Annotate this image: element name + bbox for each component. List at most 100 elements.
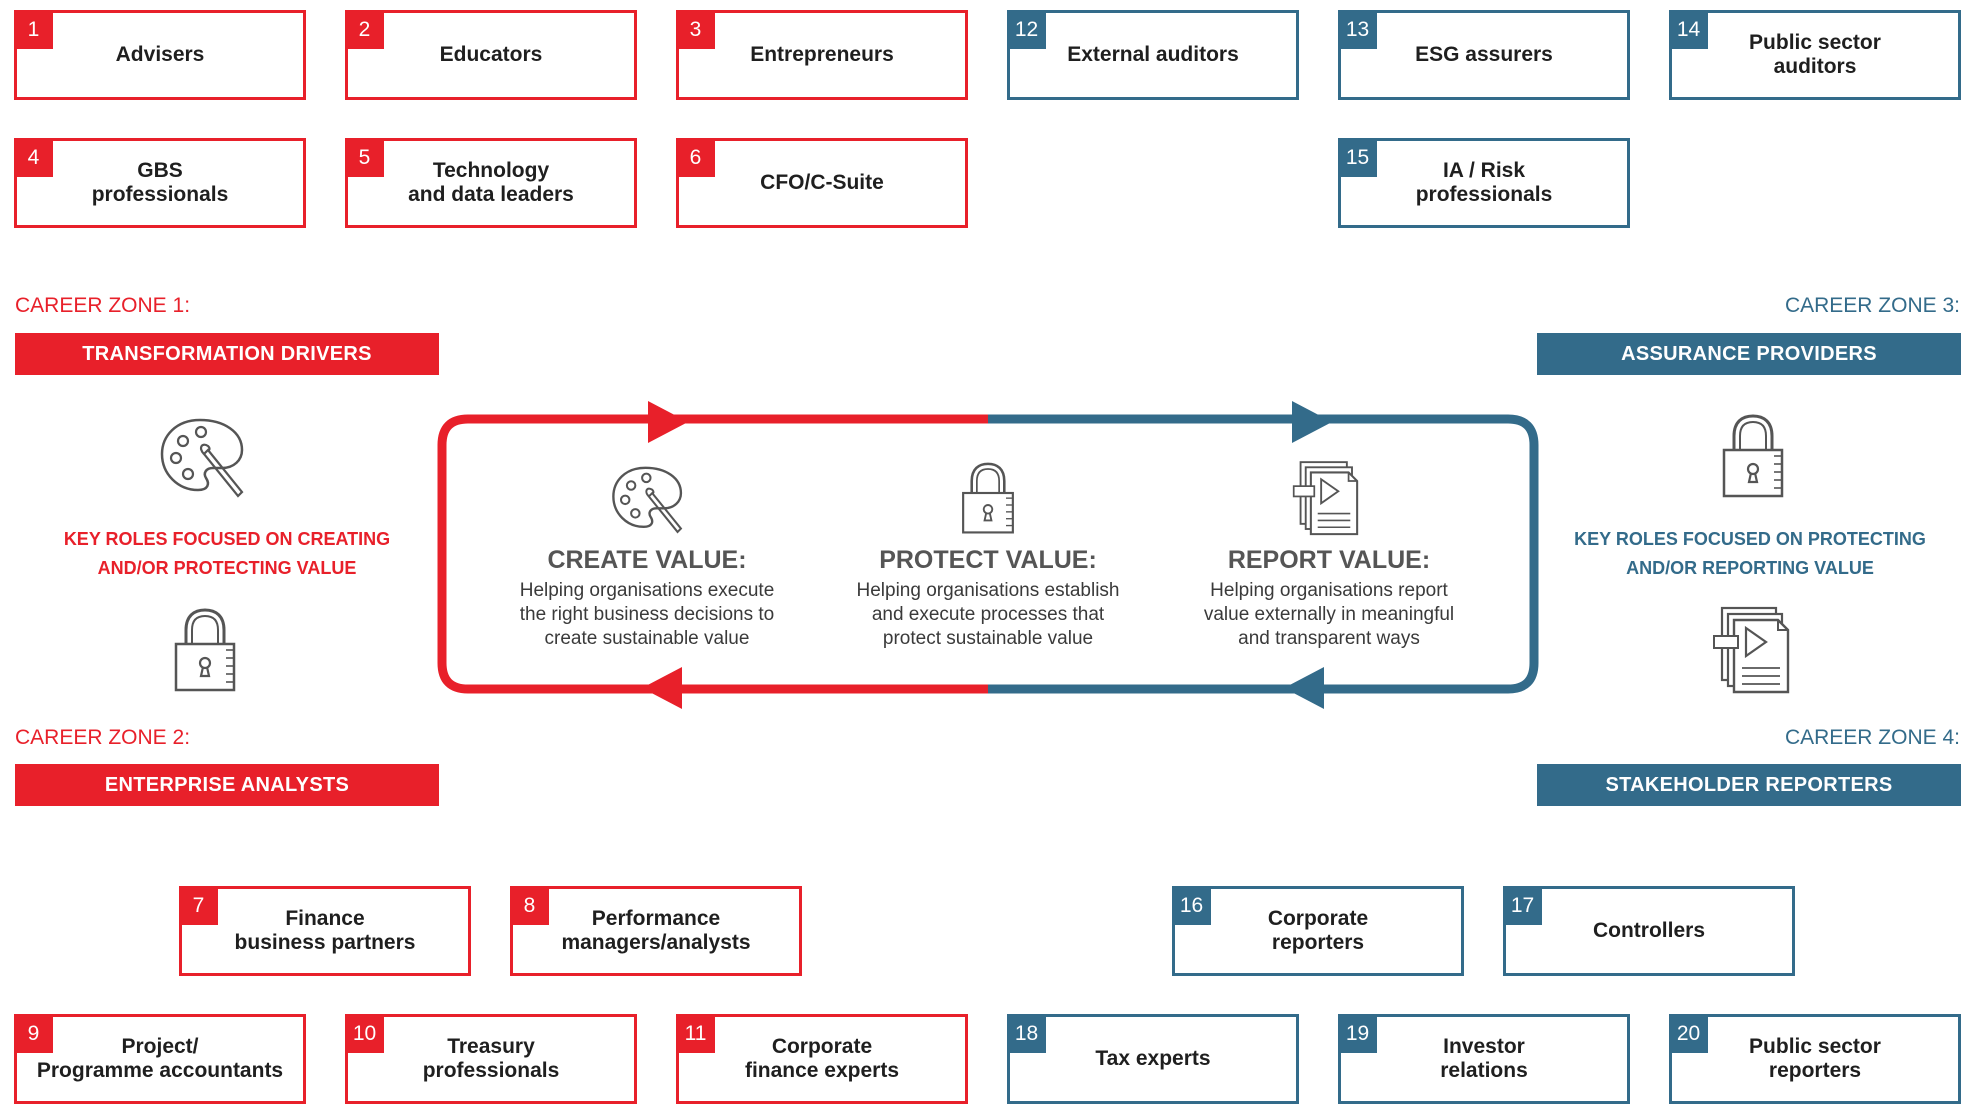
role-label: Corporate finance experts [744,1035,900,1082]
create-value-description: Helping organisations execute the right … [519,580,775,649]
role-label: Public sector auditors [1749,31,1881,78]
report-document-icon [1713,606,1790,694]
role-number: 16 [1172,886,1211,925]
role-card-ia-risk-professionals: 15 IA / Risk professionals [1338,138,1630,228]
role-card-esg-assurers: 13 ESG assurers [1338,10,1630,100]
report-value-description: Helping organisations report value exter… [1203,580,1455,649]
focus-emphasis: PROTECTING [1807,529,1926,549]
role-number: 10 [345,1014,384,1053]
role-card-corporate-reporters: 16 Corporate reporters [1172,886,1464,976]
role-number: 7 [179,886,218,925]
role-number: 1 [14,10,53,49]
role-label: Corporate reporters [1267,907,1369,954]
role-label: Performance managers/analysts [561,907,751,954]
role-label: IA / Risk professionals [1415,159,1553,206]
arrow-left-icon [1284,667,1324,709]
career-zone-1-title: CAREER ZONE 1: [15,294,191,317]
protect-value-block: PROTECT VALUE: Helping organisations est… [823,546,1153,651]
role-number: 3 [676,10,715,49]
career-zone-4-title: CAREER ZONE 4: [1784,726,1960,749]
role-number: 12 [1007,10,1046,49]
focus-text: KEY ROLES FOCUSED ON [1574,529,1808,549]
career-zone-1-name: TRANSFORMATION DRIVERS [15,333,439,375]
focus-text: KEY ROLES FOCUSED ON [63,529,298,549]
focus-emphasis: PROTECTING [173,558,292,578]
right-focus-statement: KEY ROLES FOCUSED ON PROTECTING AND/OR R… [1530,525,1970,583]
role-card-controllers: 17 Controllers [1503,886,1795,976]
role-card-entrepreneurs: 3 Entrepreneurs [676,10,968,100]
career-zone-4-name: STAKEHOLDER REPORTERS [1537,764,1961,806]
role-label: Controllers [1592,919,1705,942]
create-value-title: CREATE VALUE: [547,546,747,574]
role-card-tax-experts: 18 Tax experts [1007,1014,1299,1104]
role-label: ESG assurers [1415,43,1553,66]
role-label: Advisers [115,43,205,66]
role-card-performance-managers: 8 Performance managers/analysts [510,886,802,976]
role-card-public-sector-reporters: 20 Public sector reporters [1669,1014,1961,1104]
role-card-gbs-professionals: 4 GBS professionals [14,138,306,228]
role-number: 6 [676,138,715,177]
palette-icon [160,418,244,498]
role-label: Entrepreneurs [750,43,894,66]
role-number: 5 [345,138,384,177]
protect-value-description: Helping organisations establish and exec… [856,580,1120,649]
lock-icon [1722,414,1784,498]
create-value-block: CREATE VALUE: Helping organisations exec… [482,546,812,651]
role-label: Technology and data leaders [408,159,574,206]
career-zone-2-title: CAREER ZONE 2: [15,726,191,749]
protect-value-title: PROTECT VALUE: [879,546,1097,574]
career-zone-3-title: CAREER ZONE 3: [1784,294,1960,317]
role-label: External auditors [1067,43,1239,66]
role-card-public-sector-auditors: 14 Public sector auditors [1669,10,1961,100]
role-card-advisers: 1 Advisers [14,10,306,100]
lock-icon [962,462,1014,534]
role-label: GBS professionals [91,159,229,206]
career-zone-2-name: ENTERPRISE ANALYSTS [15,764,439,806]
focus-emphasis: REPORTING [1702,558,1810,578]
role-label: Tax experts [1095,1047,1211,1070]
role-card-treasury-professionals: 10 Treasury professionals [345,1014,637,1104]
role-number: 18 [1007,1014,1046,1053]
role-card-investor-relations: 19 Investor relations [1338,1014,1630,1104]
role-card-technology-data-leaders: 5 Technology and data leaders [345,138,637,228]
role-card-finance-business-partners: 7 Finance business partners [179,886,471,976]
role-number: 19 [1338,1014,1377,1053]
focus-emphasis: CREATING [297,529,391,549]
role-label: Educators [439,43,543,66]
role-card-project-programme-accountants: 9 Project/ Programme accountants [14,1014,306,1104]
arrow-right-icon [648,401,688,443]
role-label: CFO/C-Suite [760,171,884,194]
role-card-corporate-finance-experts: 11 Corporate finance experts [676,1014,968,1104]
report-document-icon [1292,461,1359,536]
role-number: 9 [14,1014,53,1053]
role-label: Project/ Programme accountants [36,1035,284,1082]
role-number: 15 [1338,138,1377,177]
role-label: Investor relations [1440,1035,1528,1082]
role-number: 11 [676,1014,715,1053]
lock-icon [174,608,236,692]
report-value-title: REPORT VALUE: [1227,546,1431,574]
role-label: Public sector reporters [1749,1035,1881,1082]
focus-text: VALUE [1809,558,1874,578]
career-zone-3-name: ASSURANCE PROVIDERS [1537,333,1961,375]
role-label: Treasury professionals [422,1035,560,1082]
role-number: 20 [1669,1014,1708,1053]
role-card-educators: 2 Educators [345,10,637,100]
role-card-cfo-csuite: 6 CFO/C-Suite [676,138,968,228]
role-number: 13 [1338,10,1377,49]
focus-text: AND/OR [1626,558,1703,578]
role-number: 17 [1503,886,1542,925]
left-focus-statement: KEY ROLES FOCUSED ON CREATING AND/OR PRO… [7,525,447,583]
arrow-left-icon [642,667,682,709]
focus-text: AND/OR [97,558,174,578]
role-card-external-auditors: 12 External auditors [1007,10,1299,100]
report-value-block: REPORT VALUE: Helping organisations repo… [1164,546,1494,651]
palette-icon [612,466,683,534]
role-label: Finance business partners [234,907,416,954]
role-number: 14 [1669,10,1708,49]
role-number: 2 [345,10,384,49]
arrow-right-icon [1292,401,1332,443]
focus-text: VALUE [291,558,357,578]
role-number: 4 [14,138,53,177]
